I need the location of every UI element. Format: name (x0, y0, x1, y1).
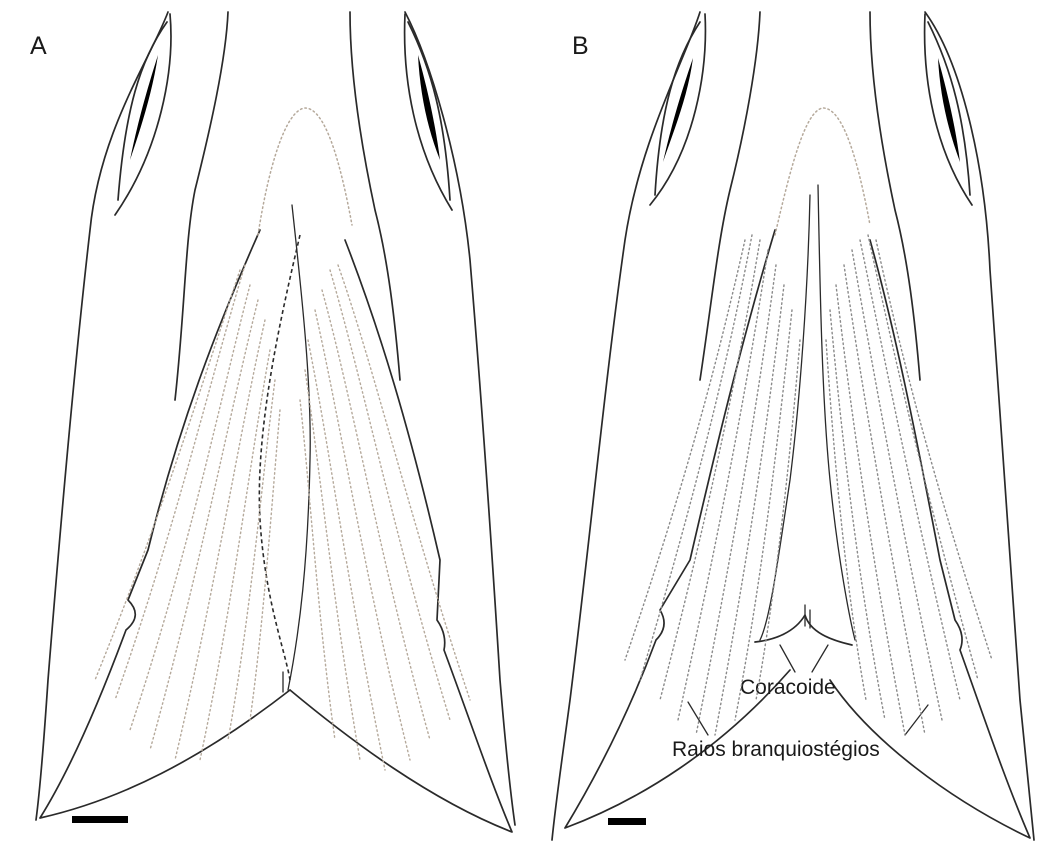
panel-b-left-ray (756, 340, 800, 700)
coracoid-label: Coracoide (740, 676, 836, 699)
panel-a-right-ray (330, 270, 450, 720)
panel-a-left-rays (95, 265, 280, 760)
panel-a-isthmus-outline (258, 108, 352, 235)
panel-b-left-ray (640, 235, 752, 680)
panel-a-midline-solid (288, 205, 310, 690)
panel-b-right-ray (826, 340, 866, 700)
panel-b-right-ray (830, 310, 885, 720)
panel-a-letter: A (30, 32, 47, 60)
panel-a-left-ray (228, 380, 275, 740)
panel-b-letter: B (572, 32, 589, 60)
panel-a-left-ray (175, 320, 265, 760)
branchiostegal-rays-label: Raios branquiostégios (672, 738, 880, 761)
panel-a-left-opercle (40, 230, 290, 818)
panel-a-left-ray (130, 285, 250, 730)
panel-b-scale-bar (608, 818, 646, 825)
panel-a-right-rays (300, 265, 470, 770)
panel-b-right-ray (852, 250, 942, 720)
panel-b-right-rays (826, 235, 992, 735)
panel-b-coracoid-leader-right (812, 645, 828, 672)
panel-a-left-ray (250, 410, 280, 720)
panel-a-left-inner-outline (175, 12, 228, 400)
panel-b-midline-right (818, 185, 855, 640)
panel-b-coracoid-leader-left (780, 645, 795, 672)
panel-a-right-ray (300, 400, 335, 740)
panel-b-left-ray (678, 250, 768, 720)
panel-b-isthmus-outline (775, 108, 870, 235)
panel-b-rays-leader-left (688, 702, 708, 735)
panel-a-right-ray (322, 290, 430, 740)
panel-b-left-eye (663, 58, 693, 162)
panel-b-left-ray (696, 265, 776, 735)
panel-a-left-head-outline (36, 12, 168, 820)
panel-b-coracoid (755, 615, 852, 645)
panel-b-right-ray (860, 240, 960, 700)
panel-b-midline-left (760, 195, 810, 640)
panel-b-right-ray (876, 240, 992, 660)
panel-a-left-eye (130, 55, 158, 160)
panel-b: B Coracoide Raios branquiosté (552, 12, 1034, 840)
panel-a-right-head-outline (405, 12, 515, 825)
panel-b-right-ray (844, 265, 925, 735)
panel-a-right-ray (305, 370, 360, 760)
panel-a-scale-bar (72, 816, 128, 823)
panel-a: A (30, 12, 515, 832)
panel-b-left-rays (625, 235, 800, 735)
panel-b-left-ray (625, 240, 745, 660)
panel-b-left-head-outline (552, 12, 700, 840)
panel-a-right-opercle (290, 240, 512, 832)
panel-b-left-ray (715, 285, 784, 735)
panel-b-right-ray (868, 235, 978, 680)
panel-a-right-ray (308, 340, 385, 770)
panel-b-left-inner-outline (700, 12, 760, 380)
panel-a-right-ray (338, 265, 470, 700)
